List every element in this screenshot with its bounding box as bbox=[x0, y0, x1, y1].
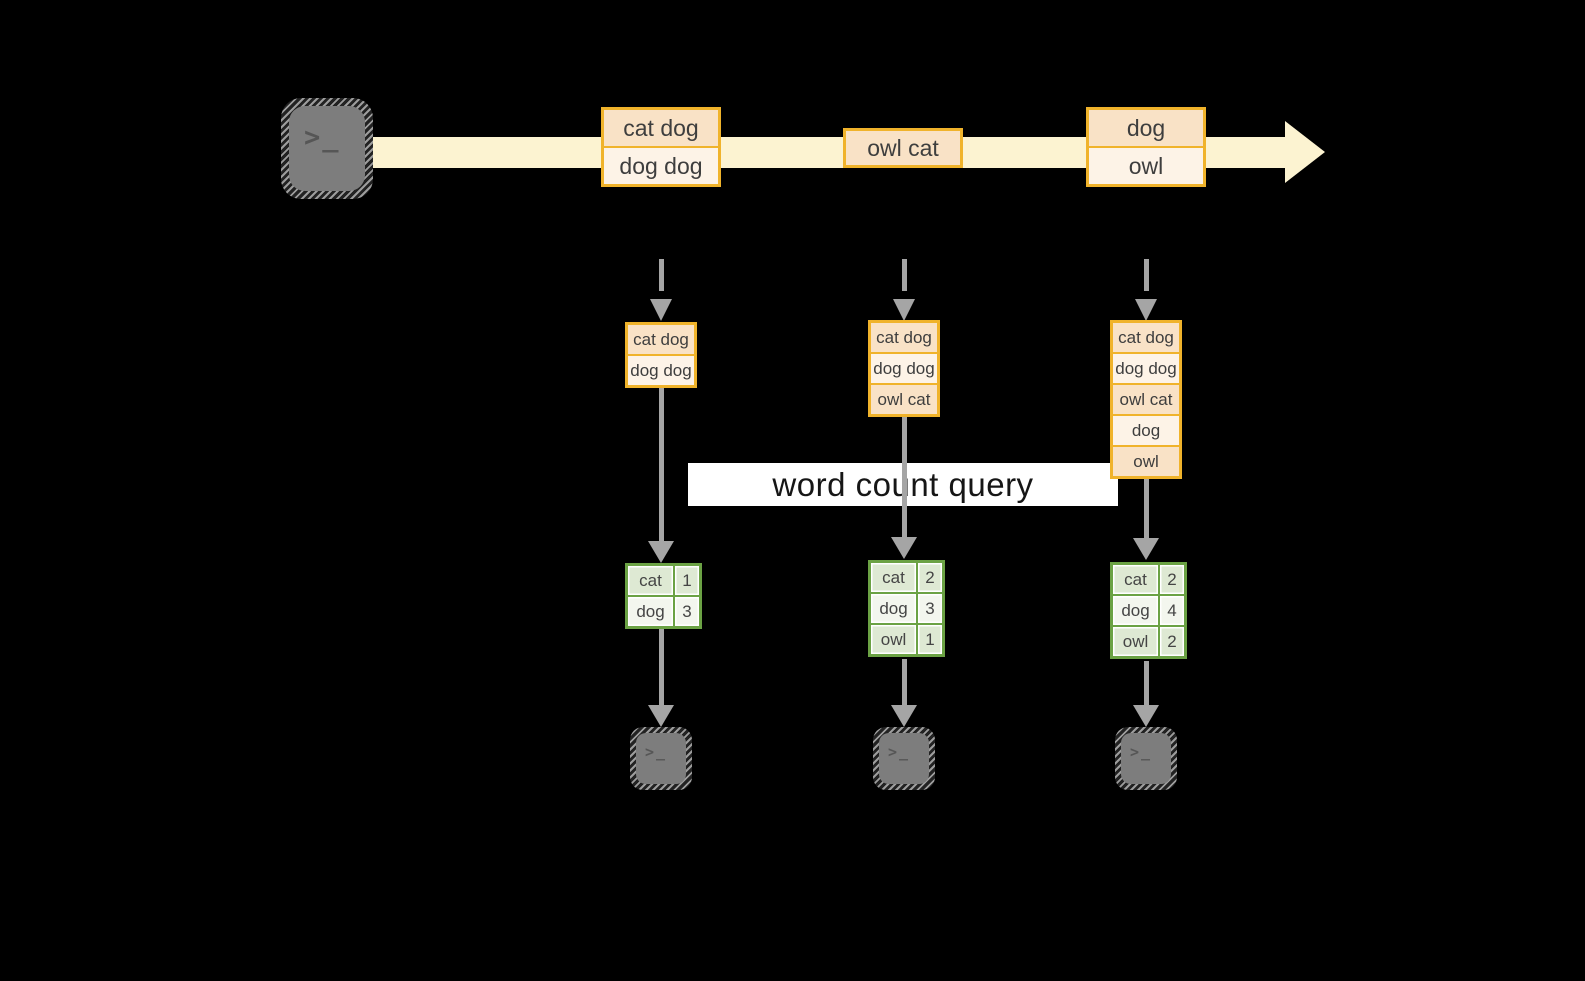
count-cell: 3 bbox=[918, 594, 942, 623]
event-text-cell: dog bbox=[1089, 110, 1203, 146]
batch-record-cell: dog bbox=[1113, 416, 1179, 445]
prompt-glyph: >_ bbox=[645, 743, 668, 761]
source-terminal-icon: >_ bbox=[281, 98, 373, 199]
dashed-arrow-line-1 bbox=[658, 259, 664, 291]
sink-terminal-icon-2: >_ bbox=[873, 727, 935, 790]
prompt-glyph: >_ bbox=[304, 122, 341, 153]
micro-batch-box-1: cat dog dog dog bbox=[625, 322, 697, 388]
state-to-result-arrow-head-3 bbox=[1133, 538, 1159, 560]
stream-event-box-1: cat dog dog dog bbox=[601, 107, 721, 187]
word-cell: dog bbox=[1113, 596, 1158, 625]
result-to-sink-arrow-line-1 bbox=[658, 629, 664, 706]
count-cell: 2 bbox=[1160, 565, 1184, 594]
count-cell: 2 bbox=[918, 563, 942, 592]
count-cell: 1 bbox=[918, 625, 942, 654]
dashed-arrow-line-2 bbox=[901, 259, 907, 291]
word-count-table-1: cat 1 dog 3 bbox=[625, 563, 702, 629]
word-cell: cat bbox=[871, 563, 916, 592]
batch-record-cell: dog dog bbox=[628, 356, 694, 385]
state-to-result-arrow-line-2 bbox=[901, 416, 907, 538]
sink-terminal-icon-1: >_ bbox=[630, 727, 692, 790]
prompt-glyph: >_ bbox=[1130, 743, 1153, 761]
batch-record-cell: cat dog bbox=[1113, 323, 1179, 352]
state-to-result-arrow-head-1 bbox=[648, 541, 674, 563]
stream-arrowhead-icon bbox=[1285, 121, 1325, 183]
stream-event-box-2: owl cat bbox=[843, 128, 963, 168]
dashed-arrow-line-3 bbox=[1143, 259, 1149, 291]
event-text-cell: owl cat bbox=[846, 131, 960, 165]
stream-event-box-3: dog owl bbox=[1086, 107, 1206, 187]
dashed-arrow-head-3 bbox=[1135, 299, 1157, 321]
event-text-cell: cat dog bbox=[604, 110, 718, 146]
event-text-cell: dog dog bbox=[604, 148, 718, 184]
batch-record-cell: owl cat bbox=[871, 385, 937, 414]
state-to-result-arrow-head-2 bbox=[891, 537, 917, 559]
result-to-sink-arrow-line-2 bbox=[901, 659, 907, 706]
batch-record-cell: cat dog bbox=[628, 325, 694, 354]
word-cell: owl bbox=[871, 625, 916, 654]
count-cell: 4 bbox=[1160, 596, 1184, 625]
word-cell: dog bbox=[628, 597, 673, 626]
word-cell: cat bbox=[1113, 565, 1158, 594]
event-text-cell: owl bbox=[1089, 148, 1203, 184]
batch-record-cell: dog dog bbox=[1113, 354, 1179, 383]
count-cell: 1 bbox=[675, 566, 699, 595]
prompt-glyph: >_ bbox=[888, 743, 911, 761]
state-to-result-arrow-line-1 bbox=[658, 387, 664, 542]
result-to-sink-arrow-head-1 bbox=[648, 705, 674, 727]
batch-record-cell: owl bbox=[1113, 447, 1179, 476]
micro-batch-box-2: cat dog dog dog owl cat bbox=[868, 320, 940, 417]
result-to-sink-arrow-head-2 bbox=[891, 705, 917, 727]
result-to-sink-arrow-head-3 bbox=[1133, 705, 1159, 727]
word-cell: cat bbox=[628, 566, 673, 595]
result-to-sink-arrow-line-3 bbox=[1143, 661, 1149, 706]
terminal-screen: >_ bbox=[289, 106, 365, 191]
terminal-screen: >_ bbox=[636, 733, 686, 784]
word-count-table-2: cat 2 dog 3 owl 1 bbox=[868, 560, 945, 657]
word-cell: dog bbox=[871, 594, 916, 623]
dashed-arrow-head-2 bbox=[893, 299, 915, 321]
micro-batch-box-3: cat dog dog dog owl cat dog owl bbox=[1110, 320, 1182, 479]
state-to-result-arrow-line-3 bbox=[1143, 478, 1149, 539]
batch-record-cell: owl cat bbox=[1113, 385, 1179, 414]
batch-record-cell: dog dog bbox=[871, 354, 937, 383]
count-cell: 3 bbox=[675, 597, 699, 626]
count-cell: 2 bbox=[1160, 627, 1184, 656]
terminal-screen: >_ bbox=[1121, 733, 1171, 784]
terminal-screen: >_ bbox=[879, 733, 929, 784]
dashed-arrow-head-1 bbox=[650, 299, 672, 321]
word-cell: owl bbox=[1113, 627, 1158, 656]
batch-record-cell: cat dog bbox=[871, 323, 937, 352]
word-count-table-3: cat 2 dog 4 owl 2 bbox=[1110, 562, 1187, 659]
sink-terminal-icon-3: >_ bbox=[1115, 727, 1177, 790]
